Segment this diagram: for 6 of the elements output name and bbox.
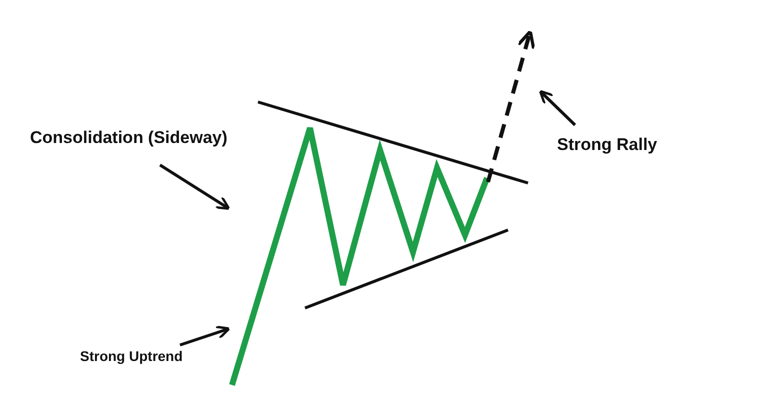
leader-arrow xyxy=(538,90,576,126)
callout-label: Consolidation (Sideway) xyxy=(30,128,228,148)
callout-label: Strong Rally xyxy=(557,135,658,155)
leader-arrow xyxy=(180,326,230,346)
leader-arrow xyxy=(159,164,230,210)
callout-label: Strong Uptrend xyxy=(80,348,183,364)
